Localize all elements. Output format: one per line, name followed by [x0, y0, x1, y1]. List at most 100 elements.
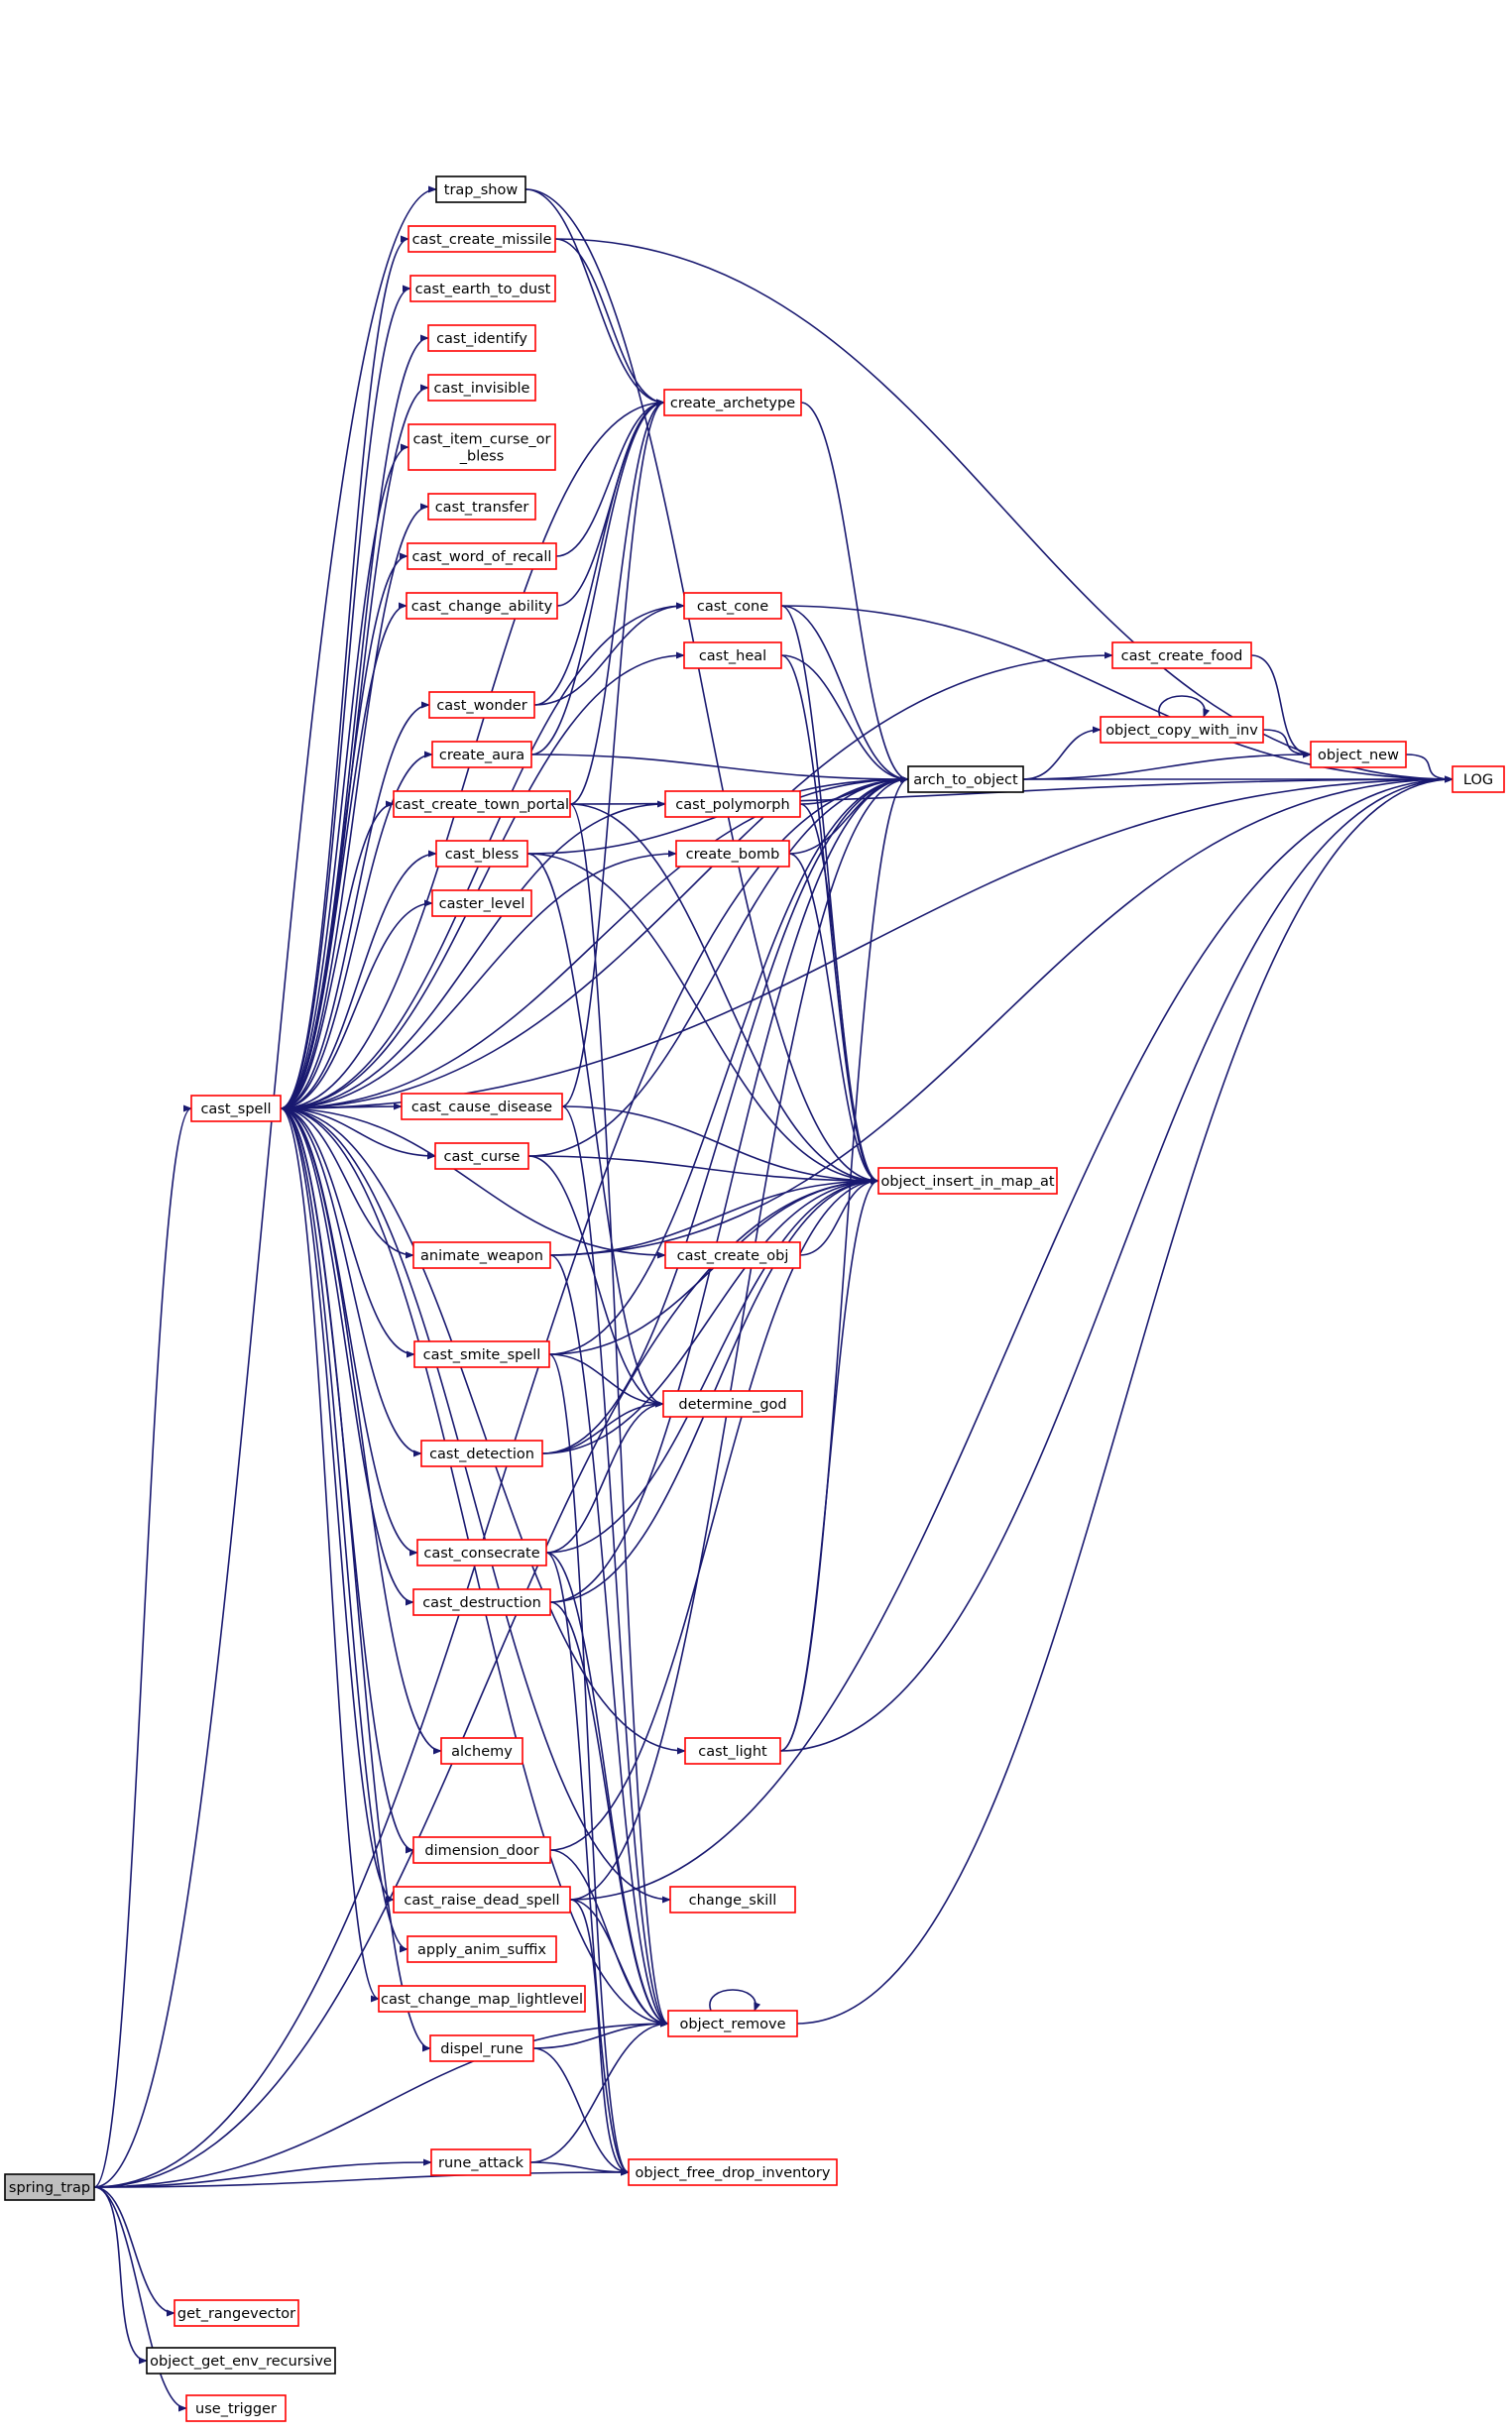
node-box — [628, 2158, 838, 2186]
node-change_skill[interactable]: change_skill — [669, 1886, 796, 1913]
node-dispel_rune[interactable]: dispel_rune — [429, 2034, 534, 2062]
node-alchemy[interactable]: alchemy — [440, 1737, 523, 1765]
node-label: object_remove — [680, 2017, 786, 2032]
node-cast_create_town_portal[interactable]: cast_create_town_portal — [393, 790, 571, 818]
node-box — [662, 1390, 803, 1418]
node-box — [431, 741, 532, 768]
edge-create_aura-to-arch_to_object — [530, 754, 909, 783]
node-cast_bless[interactable]: cast_bless — [435, 840, 528, 868]
node-cast_word_of_recall[interactable]: cast_word_of_recall — [407, 542, 557, 570]
edge-cast_create_missile-to-create_archetype — [554, 238, 665, 406]
node-determine_god[interactable]: determine_god — [662, 1390, 803, 1418]
node-label: cast_earth_to_dust — [415, 282, 551, 297]
node-cast_detection[interactable]: cast_detection — [420, 1440, 543, 1467]
node-cast_smite_spell[interactable]: cast_smite_spell — [413, 1340, 550, 1368]
node-box — [393, 1886, 571, 1913]
edge-cast_cause_disease-to-object_insert_in_map_at — [561, 1105, 879, 1185]
node-box — [667, 2010, 798, 2037]
node-cast_cause_disease[interactable]: cast_cause_disease — [401, 1093, 563, 1120]
node-label: animate_weapon — [420, 1248, 543, 1264]
node-object_get_env_recursive[interactable]: object_get_env_recursive — [146, 2347, 336, 2375]
edge-object_remove-to-LOG — [796, 775, 1454, 2025]
node-cast_spell[interactable]: cast_spell — [190, 1095, 282, 1122]
node-trap_show[interactable]: trap_show — [435, 175, 526, 203]
edge-cast_cause_disease-to-object_remove — [561, 1105, 669, 2028]
node-cast_earth_to_dust[interactable]: cast_earth_to_dust — [409, 275, 556, 302]
node-box — [427, 324, 536, 352]
edge-cast_spell-to-cast_item_curse_or_bless — [280, 443, 409, 1109]
node-box — [427, 374, 536, 402]
node-label: get_rangevector — [177, 2306, 295, 2322]
node-create_archetype[interactable]: create_archetype — [663, 389, 802, 416]
node-object_insert_in_map_at[interactable]: object_insert_in_map_at — [877, 1167, 1058, 1195]
node-label: cast_heal — [699, 648, 766, 664]
node-cast_change_ability[interactable]: cast_change_ability — [406, 592, 558, 620]
node-apply_anim_suffix[interactable]: apply_anim_suffix — [407, 1935, 557, 1963]
node-caster_level[interactable]: caster_level — [431, 889, 532, 917]
edge-cast_cause_disease-to-create_archetype — [561, 399, 665, 1107]
edge-cast_light-to-object_insert_in_map_at — [779, 1177, 879, 1752]
node-box — [413, 1340, 550, 1368]
edge-trap_show-to-object_insert_in_map_at — [524, 188, 879, 1185]
node-cast_cone[interactable]: cast_cone — [683, 592, 782, 620]
node-box — [407, 542, 557, 570]
node-label: cast_word_of_recall — [412, 549, 552, 565]
edge-cast_wonder-to-cast_cone — [533, 602, 685, 706]
edge-cast_spell-to-animate_weapon — [280, 1107, 414, 1259]
node-cast_raise_dead_spell[interactable]: cast_raise_dead_spell — [393, 1886, 571, 1913]
node-box — [409, 275, 556, 302]
node-cast_item_curse_or_bless[interactable]: cast_item_curse_or_bless — [407, 423, 556, 471]
node-rune_attack[interactable]: rune_attack — [430, 2148, 531, 2176]
node-object_new[interactable]: object_new — [1310, 741, 1407, 768]
node-label: cast_light — [698, 1744, 767, 1760]
node-box — [378, 1985, 586, 2013]
node-cast_create_obj[interactable]: cast_create_obj — [664, 1241, 801, 1269]
node-dimension_door[interactable]: dimension_door — [412, 1836, 551, 1864]
node-cast_change_map_lightlevel[interactable]: cast_change_map_lightlevel — [378, 1985, 586, 2013]
edge-cast_spell-to-cast_word_of_recall — [280, 552, 408, 1109]
node-get_rangevector[interactable]: get_rangevector — [174, 2299, 299, 2327]
node-use_trigger[interactable]: use_trigger — [185, 2394, 287, 2422]
node-label: cast_polymorph — [675, 797, 789, 813]
node-animate_weapon[interactable]: animate_weapon — [412, 1241, 551, 1269]
edge-cast_spell-to-create_aura — [280, 751, 433, 1109]
node-object_free_drop_inventory[interactable]: object_free_drop_inventory — [628, 2158, 838, 2186]
node-box — [434, 1142, 529, 1170]
edge-dispel_rune-to-object_remove — [532, 2020, 669, 2049]
node-cast_invisible[interactable]: cast_invisible — [427, 374, 536, 402]
node-label: cast_create_obj — [677, 1248, 789, 1264]
node-cast_heal[interactable]: cast_heal — [683, 641, 782, 669]
node-cast_curse[interactable]: cast_curse — [434, 1142, 529, 1170]
edge-cast_polymorph-to-arch_to_object — [799, 775, 909, 805]
edge-rune_attack-to-object_remove — [529, 2020, 669, 2163]
node-box — [393, 790, 571, 818]
node-cast_create_missile[interactable]: cast_create_missile — [407, 225, 556, 253]
node-cast_destruction[interactable]: cast_destruction — [412, 1588, 551, 1616]
node-cast_consecrate[interactable]: cast_consecrate — [416, 1539, 547, 1566]
edge-arch_to_object-to-object_copy_with_inv — [1022, 726, 1102, 780]
edge-cast_smite_spell-to-object_free_drop_inventory — [548, 1353, 630, 2176]
node-LOG[interactable]: LOG — [1452, 765, 1505, 793]
node-cast_wonder[interactable]: cast_wonder — [428, 691, 535, 719]
edge-trap_show-to-create_archetype — [524, 188, 665, 406]
node-object_copy_with_inv[interactable]: object_copy_with_inv — [1100, 716, 1264, 744]
edge-spring_trap-to-cast_spell — [93, 1104, 192, 2188]
node-cast_identify[interactable]: cast_identify — [427, 324, 536, 352]
node-object_remove[interactable]: object_remove — [667, 2010, 798, 2037]
node-label: cast_wonder — [436, 698, 526, 714]
edge-cast_spell-to-LOG — [280, 775, 1454, 1109]
node-box — [1310, 741, 1407, 768]
node-create_bomb[interactable]: create_bomb — [675, 840, 790, 868]
node-box — [663, 389, 802, 416]
node-arch_to_object[interactable]: arch_to_object — [907, 765, 1024, 793]
node-spring_trap[interactable]: spring_trap — [4, 2173, 95, 2201]
node-cast_transfer[interactable]: cast_transfer — [427, 493, 536, 521]
node-cast_create_food[interactable]: cast_create_food — [1111, 641, 1252, 669]
node-cast_light[interactable]: cast_light — [684, 1737, 781, 1765]
edge-cast_consecrate-to-determine_god — [545, 1400, 664, 1554]
node-box — [684, 1737, 781, 1765]
node-create_aura[interactable]: create_aura — [431, 741, 532, 768]
node-cast_polymorph[interactable]: cast_polymorph — [664, 790, 801, 818]
node-label: dimension_door — [424, 1843, 538, 1859]
node-box — [412, 1241, 551, 1269]
